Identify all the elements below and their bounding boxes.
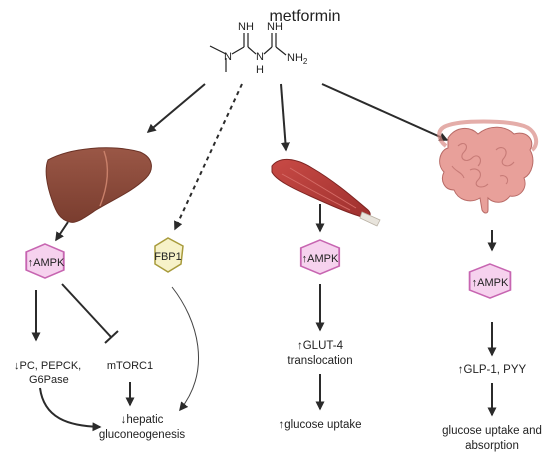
fbp1-label: FBP1 [154, 251, 182, 263]
muscle-icon [271, 159, 381, 227]
liver-enzymes-line2: G6Pase [29, 374, 69, 386]
arrow-fbp1-to-hepatic [171, 286, 199, 412]
ampk-gut-label: ↑AMPK [472, 277, 509, 289]
diagram-title: metformin [269, 8, 340, 25]
hepatic-line2: gluconeogenesis [99, 429, 186, 441]
liver-icon [45, 147, 152, 223]
molecule-nh-right: NH [267, 21, 283, 33]
inhibit-ampk-to-mtorc1 [61, 283, 112, 338]
glucose-uptake-label: ↑glucose uptake [278, 419, 361, 431]
fbp1-node: FBP1 [154, 237, 184, 273]
molecule-nh2: NH2 [287, 52, 308, 66]
metformin-structure [209, 33, 287, 72]
arrow-to-fbp1 [174, 83, 243, 231]
inhibit-bar [104, 330, 119, 344]
molecule-h-bridge: H [256, 64, 264, 76]
arrow-to-gut [321, 83, 449, 142]
ampk-liver-label: ↑AMPK [28, 257, 65, 269]
liver-enzymes-line1: ↓PC, PEPCK, [14, 360, 81, 372]
molecule-n-atom: N [224, 51, 232, 63]
hepatic-line1: ↓hepatic [121, 414, 164, 426]
absorption-line1: glucose uptake and [442, 425, 542, 437]
glut4-line1: ↑GLUT-4 [297, 340, 344, 352]
arrow-to-muscle [280, 83, 290, 152]
mtorc1-label: mTORC1 [107, 360, 153, 372]
ampk-node-muscle: ↑AMPK [299, 239, 341, 275]
glp1-label: ↑GLP-1, PYY [458, 364, 527, 376]
ampk-node-liver: ↑AMPK [25, 243, 65, 279]
ampk-node-gut: ↑AMPK [468, 263, 512, 299]
intestine-icon [437, 119, 539, 214]
arrow-liver-to-ampk [55, 221, 69, 242]
molecule-n-bridge: N [256, 51, 264, 63]
molecule-nh-left: NH [238, 21, 254, 33]
arrow-enzymes-to-hepatic [39, 387, 102, 432]
glut4-line2: translocation [287, 355, 352, 367]
ampk-muscle-label: ↑AMPK [302, 253, 339, 265]
absorption-line2: absorption [465, 440, 519, 452]
arrow-to-liver [146, 83, 206, 133]
